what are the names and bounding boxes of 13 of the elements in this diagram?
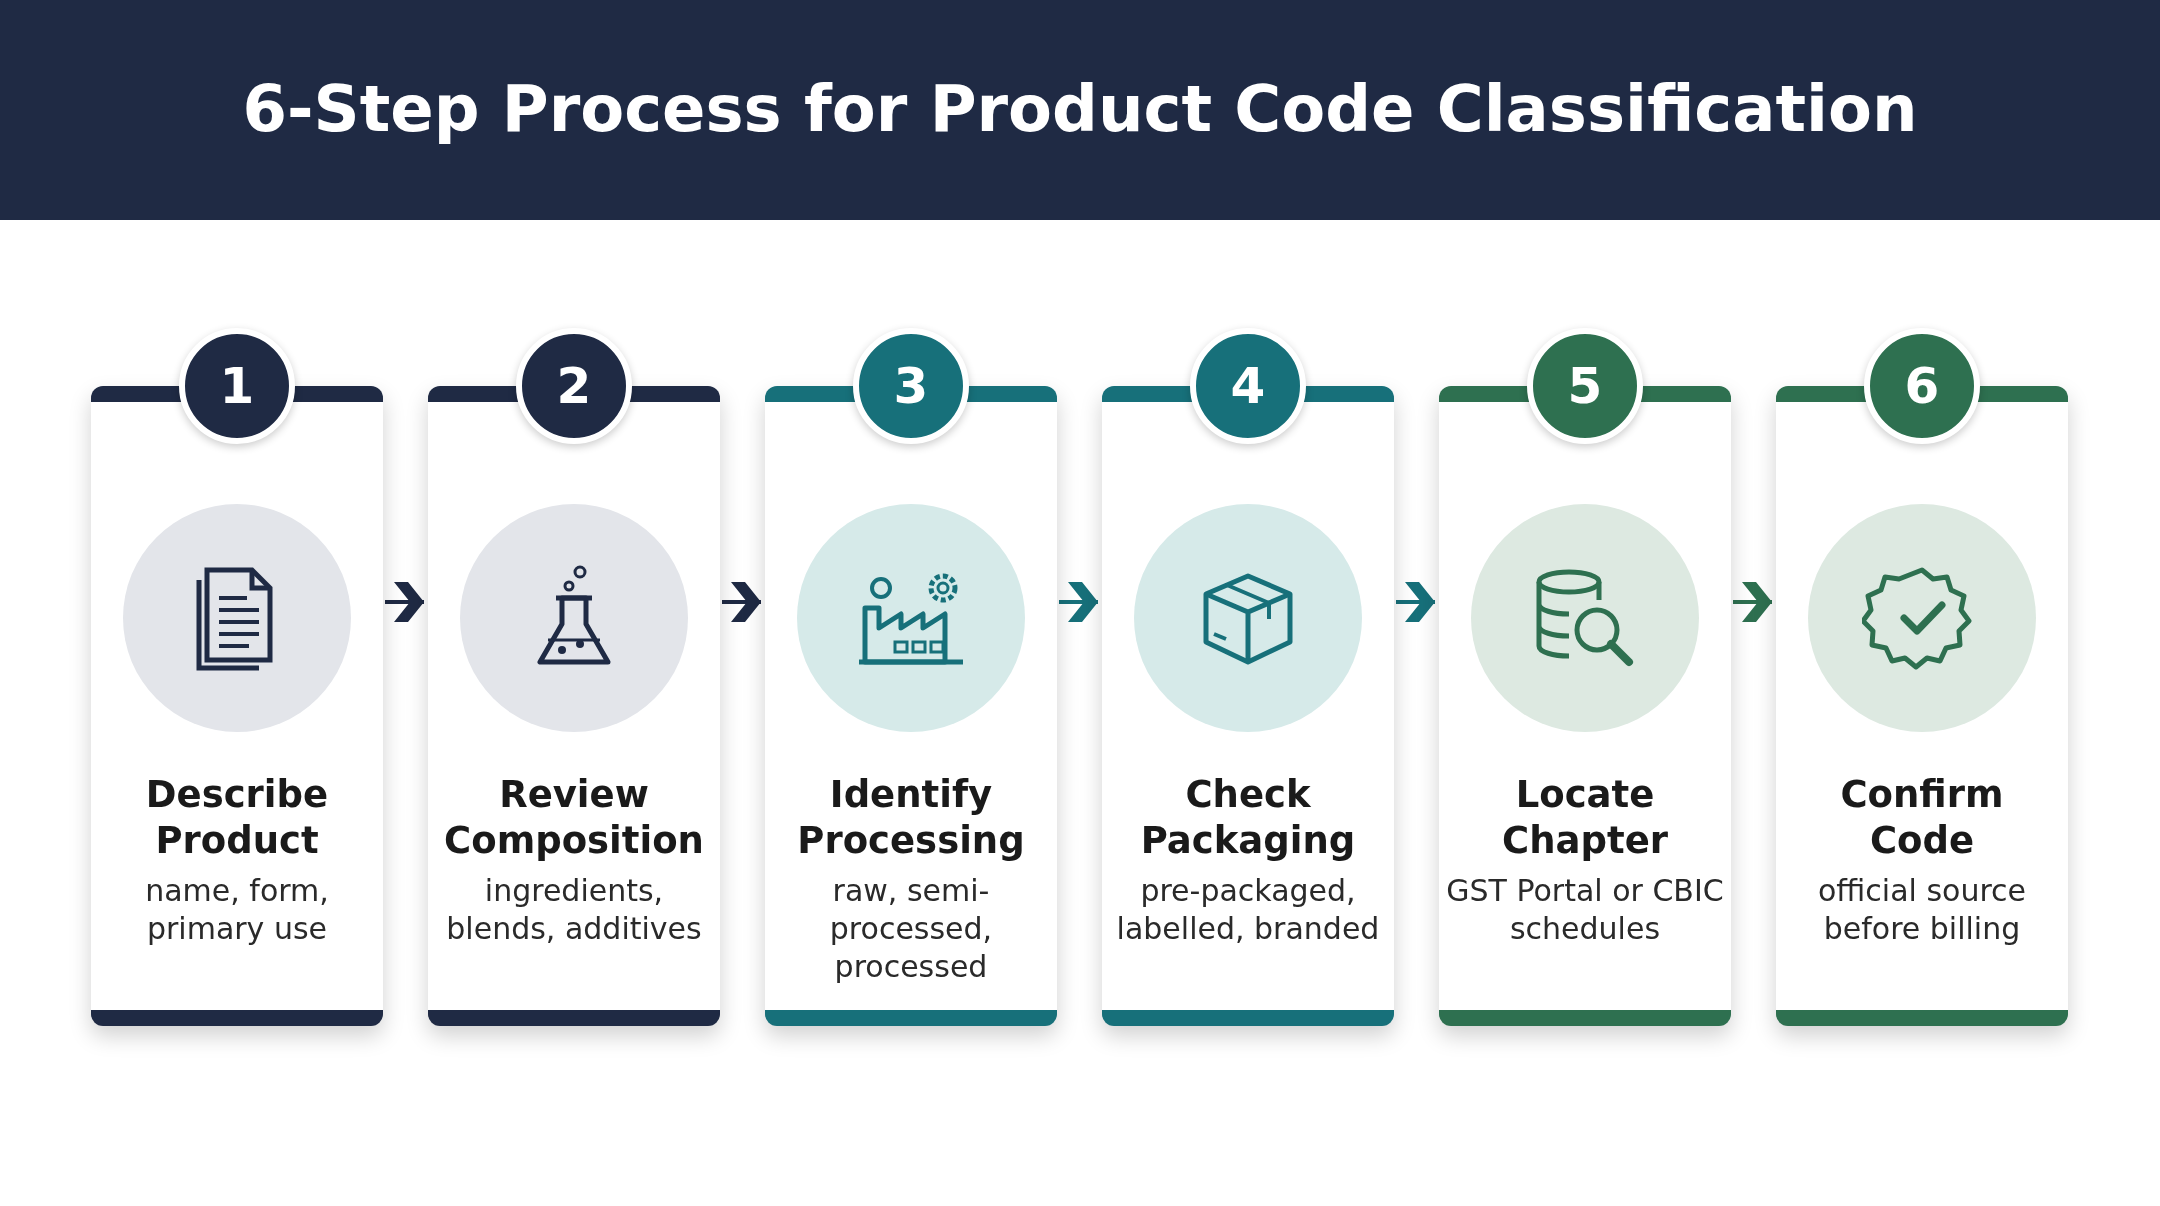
step-description: ingredients, blends, additives: [445, 872, 703, 948]
step-title: Confirm Code: [1839, 772, 2005, 864]
step-title: Check Packaging: [1139, 772, 1357, 864]
step-title: Describe Product: [144, 772, 330, 864]
step-title: Review Composition: [443, 772, 705, 864]
step-title: Locate Chapter: [1501, 772, 1669, 864]
step-description: name, form, primary use: [144, 872, 330, 948]
step-description: pre-packaged, labelled, branded: [1115, 872, 1381, 948]
title: 6-Step Process for Product Code Classification: [241, 72, 1919, 146]
step-description: official source before billing: [1816, 872, 2028, 948]
step-description: GST Portal or CBIC schedules: [1445, 872, 1725, 948]
step-description: raw, semi-processed, processed: [828, 872, 994, 986]
step-title: Identify Processing: [796, 772, 1026, 864]
